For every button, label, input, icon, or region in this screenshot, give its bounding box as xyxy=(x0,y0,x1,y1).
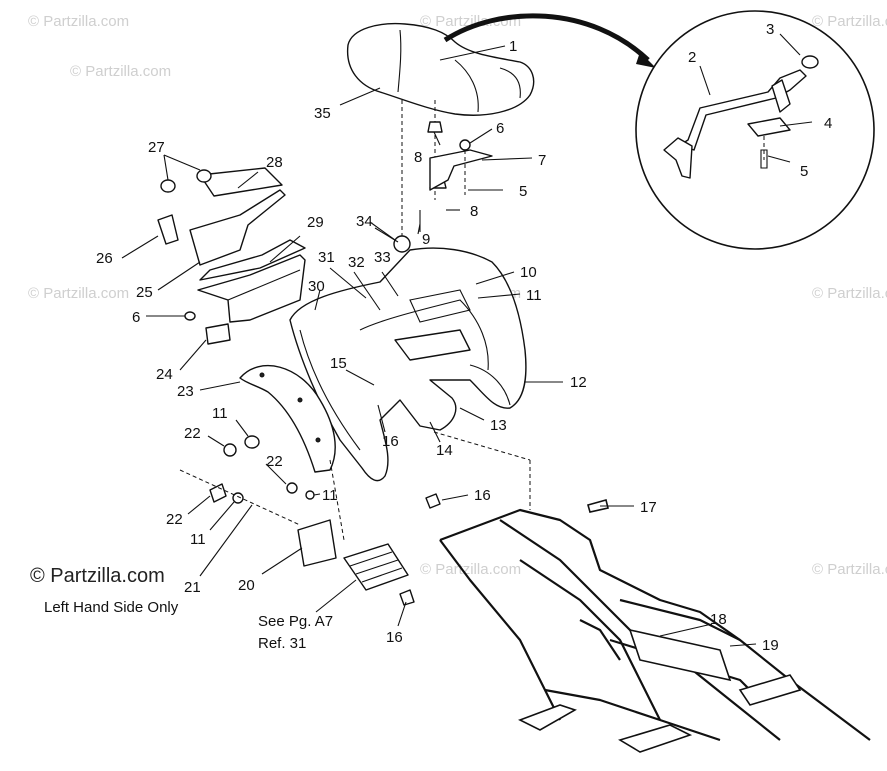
callout-22: 22 xyxy=(166,511,183,528)
callout-26: 26 xyxy=(96,250,113,267)
watermark: © Partzilla.com xyxy=(70,63,171,80)
watermark: © Partzilla.com xyxy=(30,565,165,587)
rear-fender xyxy=(289,247,527,482)
callout-7: 7 xyxy=(538,152,546,169)
page-reference-line-1: See Pg. A7 xyxy=(258,613,333,630)
callout-3: 3 xyxy=(766,21,774,38)
watermark: © Partzilla.com xyxy=(420,561,521,578)
callout-8: 8 xyxy=(414,149,422,166)
callout-10: 10 xyxy=(520,264,537,281)
callout-14: 14 xyxy=(436,442,453,459)
callout-17: 17 xyxy=(640,499,657,516)
page-reference-line-2: Ref. 31 xyxy=(258,635,306,652)
leader-lines xyxy=(121,33,813,647)
callout-11: 11 xyxy=(190,531,206,548)
watermark: © Partzilla.com xyxy=(812,285,887,302)
watermark: © Partzilla.com xyxy=(28,13,129,30)
seat xyxy=(346,22,535,116)
callout-6: 6 xyxy=(132,309,140,326)
callout-30: 30 xyxy=(308,278,325,295)
callout-24: 24 xyxy=(156,366,173,383)
watermark: © Partzilla.com xyxy=(812,561,887,578)
callout-33: 33 xyxy=(374,249,391,266)
watermark: © Partzilla.com xyxy=(812,13,887,30)
callout-5: 5 xyxy=(800,163,808,180)
storage-box xyxy=(157,167,306,345)
seat-mount-hardware xyxy=(393,100,493,253)
callout-18: 18 xyxy=(710,611,727,628)
inset-pointer-arrowhead xyxy=(636,52,656,68)
callout-11: 11 xyxy=(322,487,338,504)
callout-23: 23 xyxy=(177,383,194,400)
callout-16: 16 xyxy=(382,433,399,450)
flap-hardware xyxy=(179,435,441,606)
notes: © Partzilla.com Left Hand Side Only See … xyxy=(30,565,333,652)
callout-21: 21 xyxy=(184,579,201,596)
callout-28: 28 xyxy=(266,154,283,171)
callout-6: 6 xyxy=(496,120,504,137)
callouts: 1 2 3 4 5 5 6 6 7 8 8 9 10 11 11 11 11 1… xyxy=(96,21,832,654)
callout-11: 11 xyxy=(212,405,228,422)
left-hand-side-note: Left Hand Side Only xyxy=(44,599,179,616)
callout-11: 11 xyxy=(526,287,542,304)
callout-2: 2 xyxy=(688,49,696,66)
callout-27: 27 xyxy=(148,139,165,156)
inset-pointer-arrow xyxy=(443,13,650,62)
mud-flap xyxy=(239,364,336,473)
callout-5: 5 xyxy=(519,183,527,200)
watermark: © Partzilla.com xyxy=(28,285,129,302)
callout-8: 8 xyxy=(470,203,478,220)
callout-12: 12 xyxy=(570,374,587,391)
callout-20: 20 xyxy=(238,577,255,594)
chassis-frame xyxy=(439,499,871,753)
callout-1: 1 xyxy=(509,38,517,55)
callout-13: 13 xyxy=(490,417,507,434)
callout-19: 19 xyxy=(762,637,779,654)
callout-4: 4 xyxy=(824,115,832,132)
callout-29: 29 xyxy=(307,214,324,231)
callout-15: 15 xyxy=(330,355,347,372)
callout-9: 9 xyxy=(422,231,430,248)
callout-34: 34 xyxy=(356,213,373,230)
callout-32: 32 xyxy=(348,254,365,271)
watermark-layer: © Partzilla.com © Partzilla.com © Partzi… xyxy=(28,13,887,578)
seat-latch-inset xyxy=(635,10,875,250)
callout-16: 16 xyxy=(386,629,403,646)
callout-16: 16 xyxy=(474,487,491,504)
callout-25: 25 xyxy=(136,284,153,301)
callout-22: 22 xyxy=(184,425,201,442)
callout-35: 35 xyxy=(314,105,331,122)
callout-22: 22 xyxy=(266,453,283,470)
callout-31: 31 xyxy=(318,249,335,266)
